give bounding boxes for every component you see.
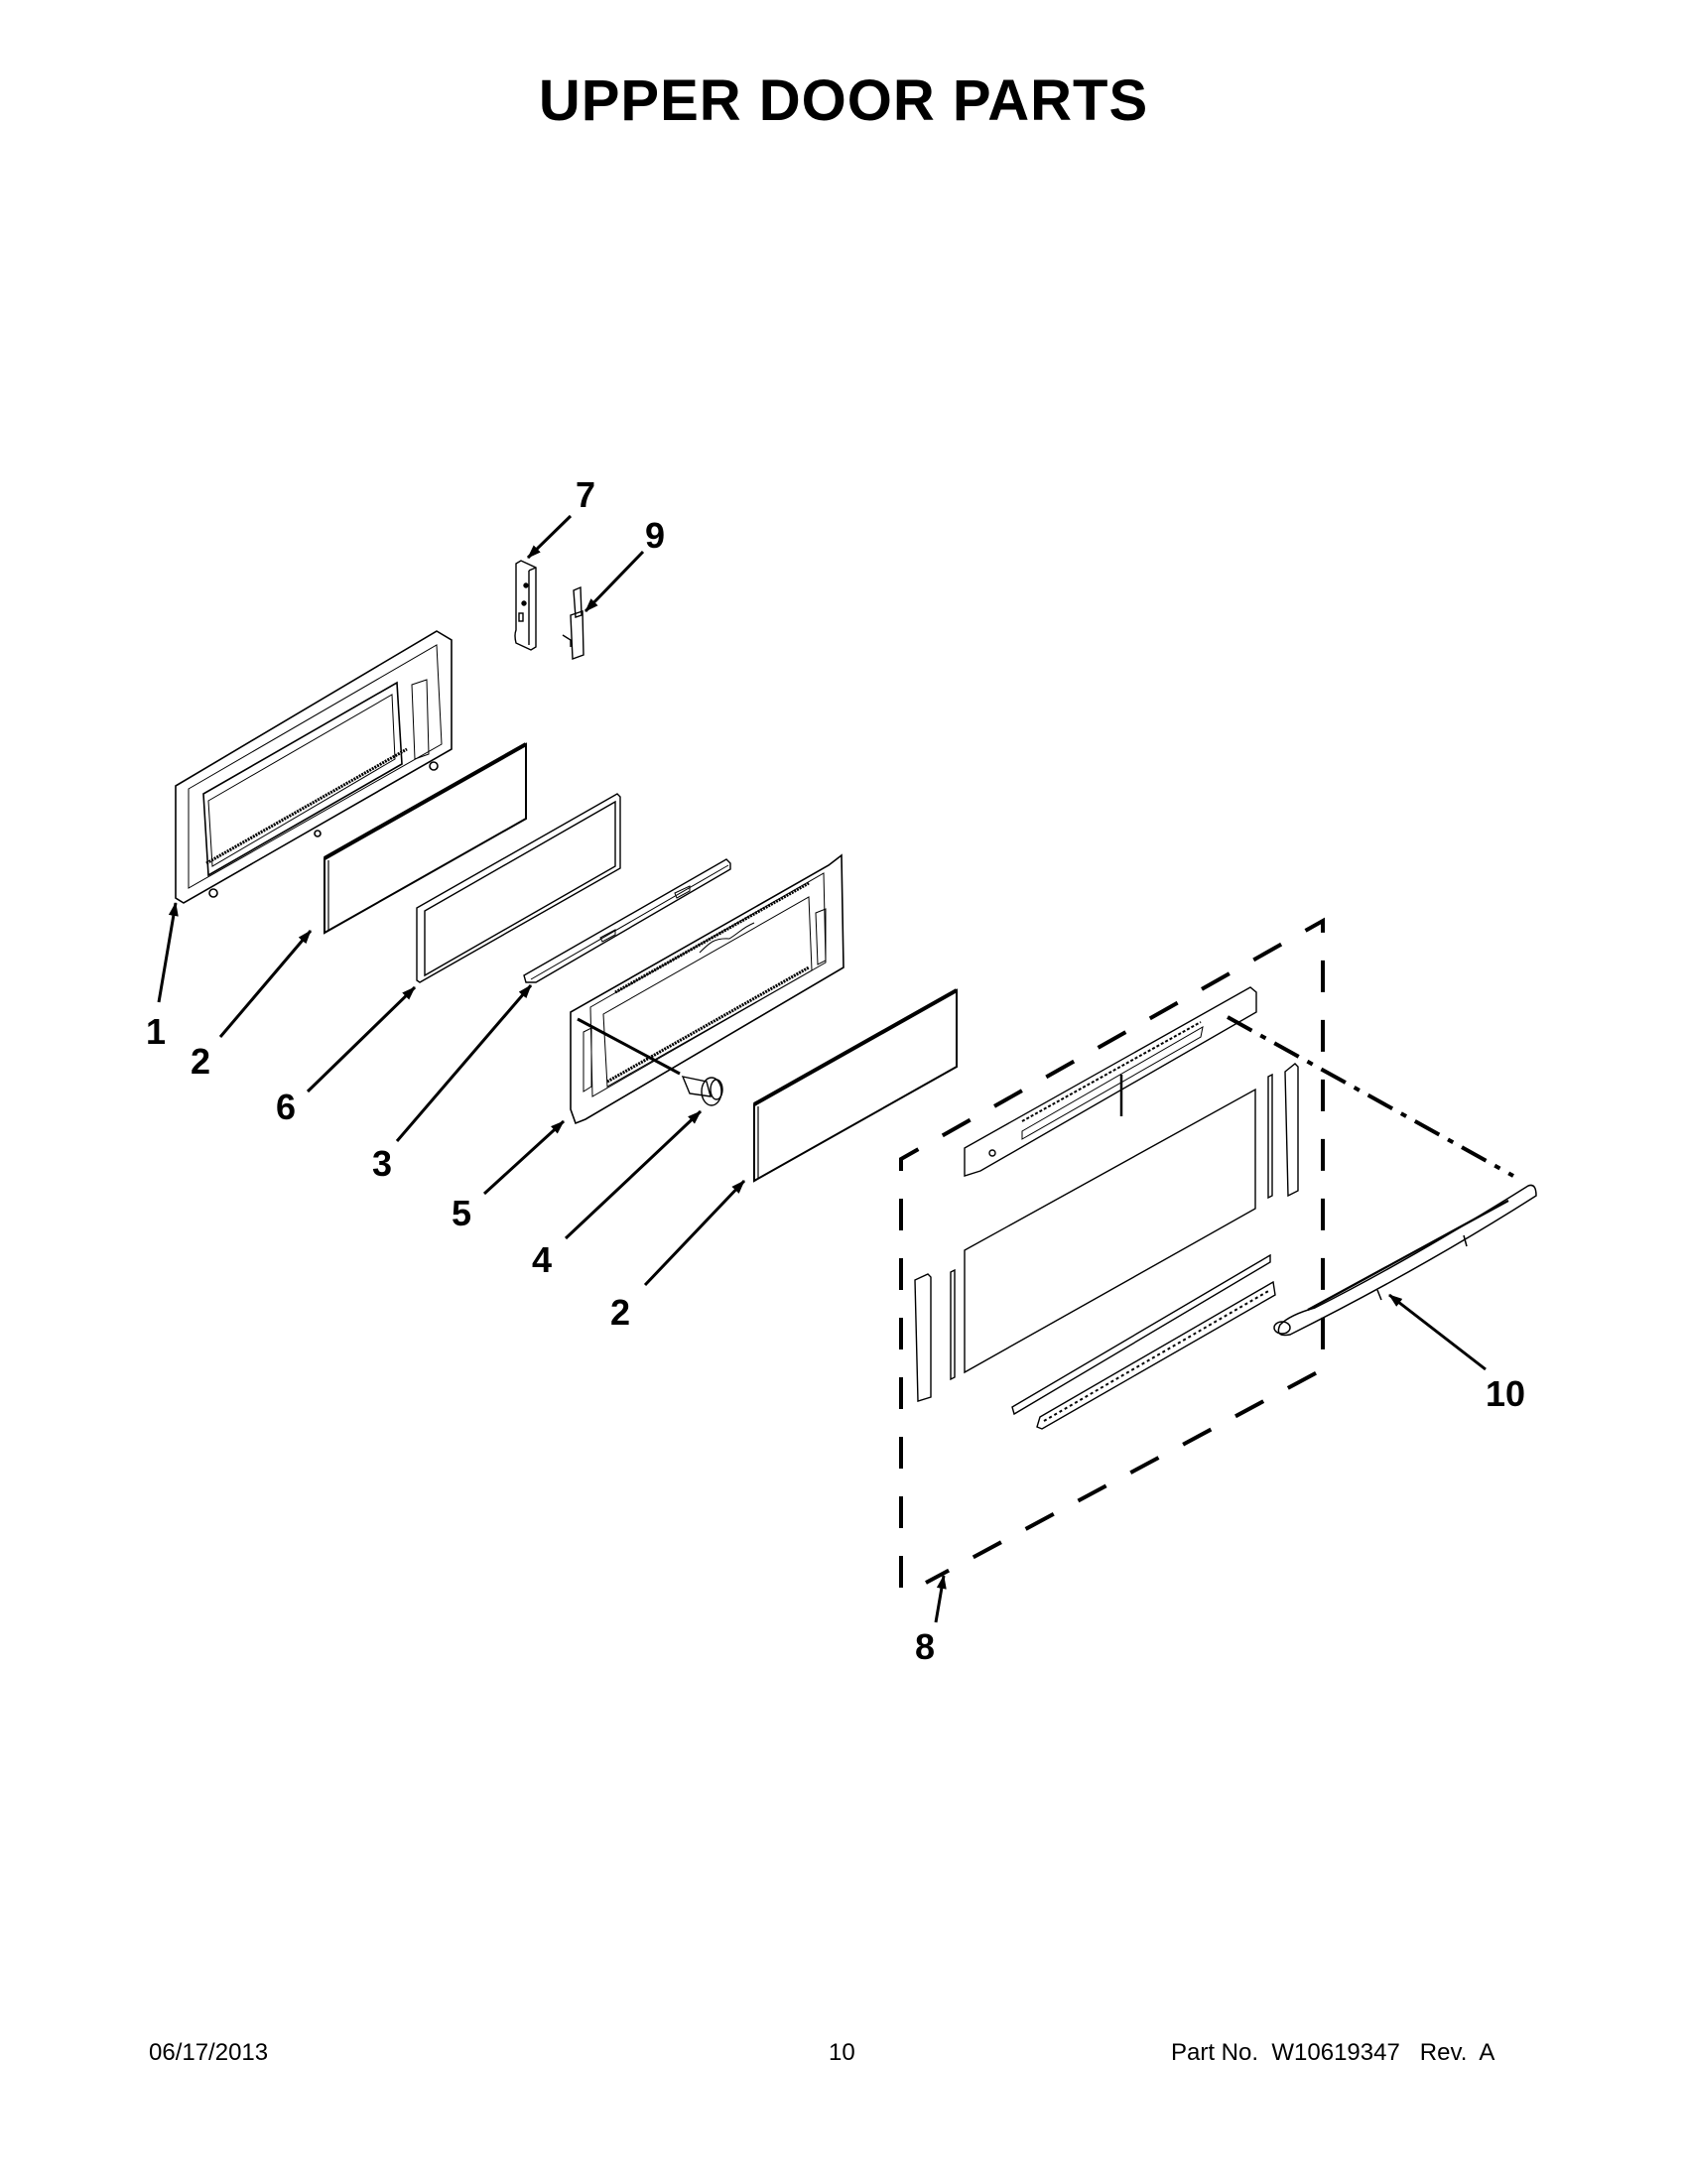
callout-label-10: 10 — [1486, 1373, 1526, 1414]
door-frame — [570, 853, 844, 1125]
page-title: UPPER DOOR PARTS — [538, 68, 1149, 133]
glass-gasket-frame — [416, 793, 621, 983]
screw — [681, 1076, 723, 1106]
callout-arrows — [157, 514, 1487, 1623]
hinge — [562, 585, 584, 660]
glass-panel-lower — [753, 988, 958, 1183]
callout-label-6: 6 — [276, 1087, 297, 1127]
callout-label-7: 7 — [576, 474, 596, 515]
callout-label-9: 9 — [645, 515, 666, 556]
assembly-guide-line — [1227, 1015, 1514, 1178]
callout-label-2-upper: 2 — [191, 1041, 211, 1082]
callout-label-2-lower: 2 — [610, 1292, 631, 1333]
callout-label-1: 1 — [146, 1011, 167, 1052]
glass-panel-upper — [324, 742, 527, 935]
channel-trim — [523, 858, 731, 983]
callout-label-5: 5 — [452, 1193, 472, 1233]
footer-part-number: Part No. W10619347 Rev. A — [1171, 2039, 1495, 2066]
outer-door-dashed-outline — [899, 917, 1325, 1588]
hinge-bracket — [514, 560, 537, 651]
outer-door-assembly — [914, 986, 1299, 1430]
footer-date: 06/17/2013 — [149, 2039, 269, 2066]
callout-label-4: 4 — [532, 1239, 553, 1280]
door-handle — [1273, 1184, 1537, 1337]
inner-door-panel — [175, 630, 453, 904]
footer-page-number: 10 — [829, 2039, 855, 2066]
callout-label-8: 8 — [915, 1626, 936, 1667]
callout-label-3: 3 — [372, 1143, 393, 1184]
